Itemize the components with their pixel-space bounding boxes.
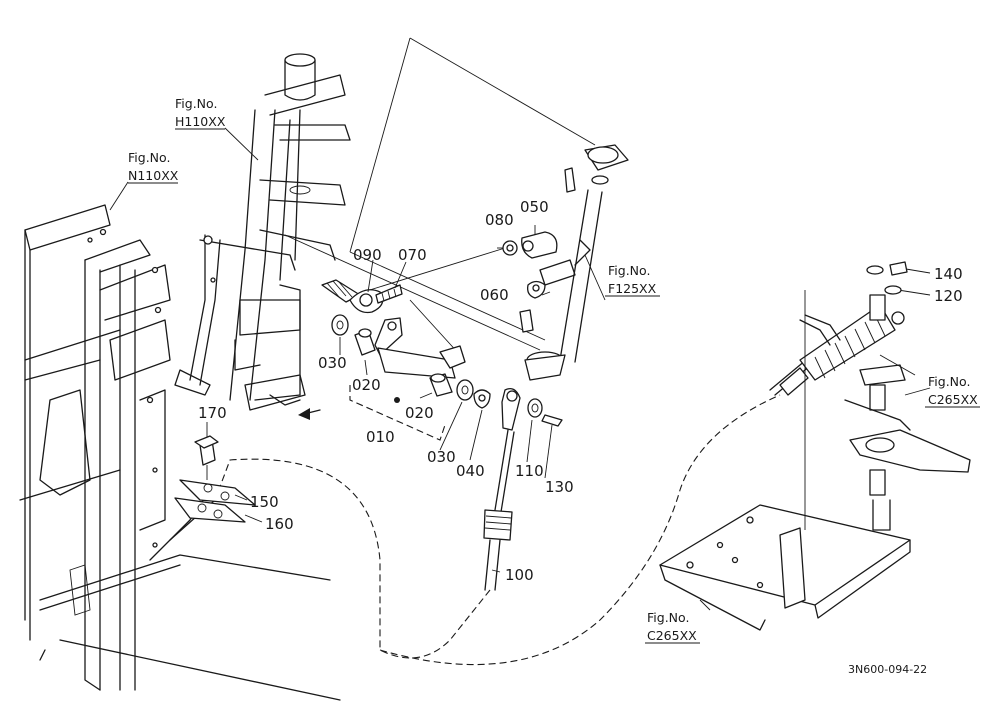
part-label-010: 010 — [366, 428, 395, 446]
part-label-050: 050 — [520, 198, 549, 216]
part-label-170: 170 — [198, 404, 227, 422]
figref-c265-upper: Fig.No. C265XX — [925, 374, 980, 408]
figref-n110-prefix: Fig.No. — [128, 150, 170, 165]
figref-f125-code: F125XX — [608, 281, 657, 296]
steering-column-frame — [174, 53, 351, 411]
figref-c265-lower-code: C265XX — [647, 628, 697, 643]
part-label-030-left: 030 — [318, 354, 347, 372]
figref-f125-prefix: Fig.No. — [608, 263, 650, 278]
arrow-head — [298, 408, 310, 420]
pedal-bracket-parts — [174, 435, 256, 523]
figref-h110: Fig.No. H110XX — [175, 96, 226, 130]
part-label-110: 110 — [515, 462, 544, 480]
part-label-020-right: 020 — [405, 404, 434, 422]
part-label-120: 120 — [934, 287, 963, 305]
part-label-140: 140 — [934, 265, 963, 283]
base-plate — [659, 290, 911, 631]
part-label-040: 040 — [456, 462, 485, 480]
frame-assembly — [19, 204, 341, 701]
figref-h110-code: H110XX — [175, 114, 226, 129]
part-label-090: 090 — [353, 246, 382, 264]
part-label-150: 150 — [250, 493, 279, 511]
figref-h110-prefix: Fig.No. — [175, 96, 217, 111]
part-label-030-right: 030 — [427, 448, 456, 466]
part-label-020-left: 020 — [352, 376, 381, 394]
spring-linkage — [769, 261, 971, 531]
drawing-code: 3N600-094-22 — [848, 663, 927, 676]
figref-n110: Fig.No. N110XX — [128, 150, 179, 184]
elbow-fitting — [502, 231, 558, 299]
rod-end-bolt — [321, 279, 403, 314]
lever-arm-assembly — [331, 314, 491, 441]
part-label-160: 160 — [265, 515, 294, 533]
figref-n110-code: N110XX — [128, 168, 179, 183]
part-label-080: 080 — [485, 211, 514, 229]
label-leaders — [206, 225, 553, 573]
figref-f125: Fig.No. F125XX — [605, 263, 660, 297]
figref-c265-upper-code: C265XX — [928, 392, 978, 407]
part-label-070: 070 — [398, 246, 427, 264]
control-cable — [214, 387, 781, 666]
figref-c265-lower-prefix: Fig.No. — [647, 610, 689, 625]
part-label-060: 060 — [480, 286, 509, 304]
part-label-100: 100 — [505, 566, 534, 584]
shift-shaft-assembly — [519, 144, 629, 381]
part-label-130: 130 — [545, 478, 574, 496]
figref-c265-upper-prefix: Fig.No. — [928, 374, 970, 389]
figref-c265-lower: Fig.No. C265XX — [645, 610, 700, 644]
